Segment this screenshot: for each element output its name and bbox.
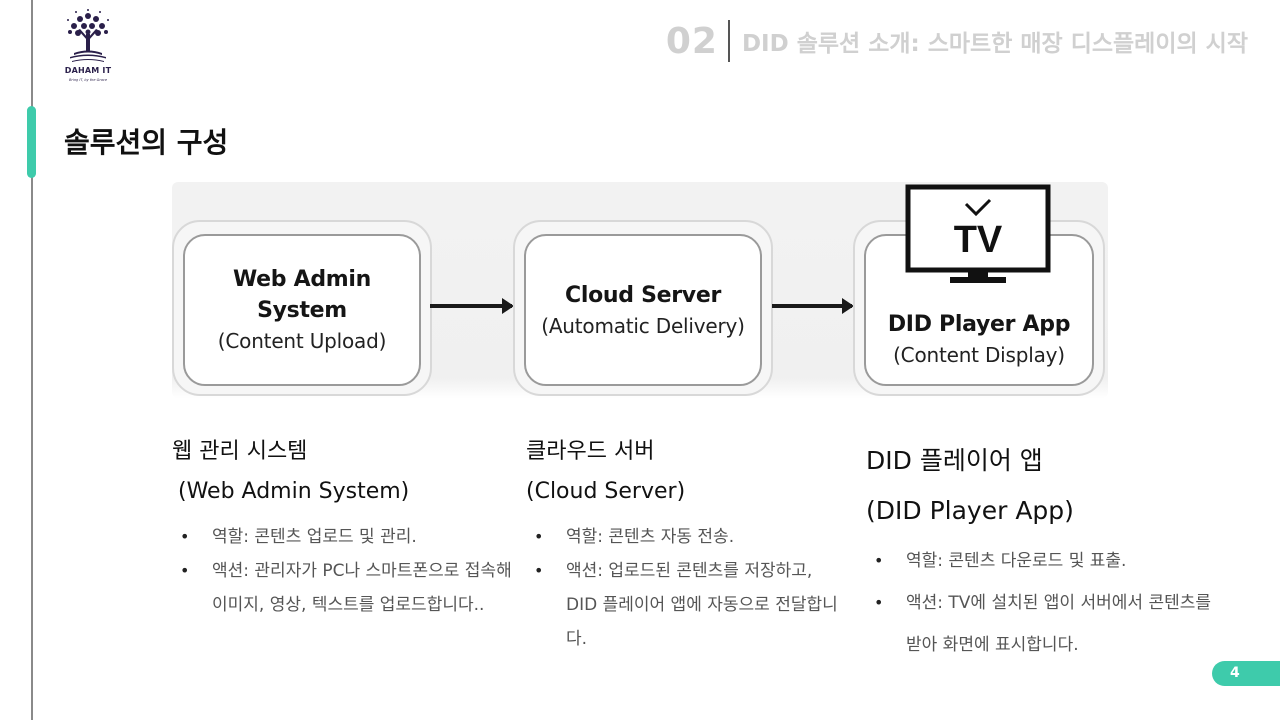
component-bullets: 역할: 콘텐츠 자동 전송. 액션: 업로드된 콘텐츠를 저장하고, DID 플… (526, 520, 846, 656)
section-title: 솔루션의 구성 (64, 126, 229, 159)
logo-tagline: Bring IT, by the Grace (69, 78, 107, 82)
component-web-admin: 웹 관리 시스템 (Web Admin System) 역할: 콘텐츠 업로드 … (172, 432, 512, 622)
component-subtitle: (Web Admin System) (178, 479, 410, 504)
bullet-role: 역할: 콘텐츠 자동 전송. (526, 520, 846, 554)
architecture-diagram: Web Admin System (Content Upload) Cloud … (172, 182, 1108, 398)
section-number: 02 (665, 20, 718, 62)
section-accent-bar (27, 106, 36, 178)
tv-icon: TV (905, 184, 1051, 283)
arrow-right-icon (772, 298, 854, 314)
bullet-role: 역할: 콘텐츠 업로드 및 관리. (172, 520, 512, 554)
arrow-right-icon (430, 298, 514, 314)
component-bullets: 역할: 콘텐츠 업로드 및 관리. 액션: 관리자가 PC나 스마트폰으로 접속… (172, 520, 512, 622)
tv-icon-label: TV (954, 219, 1003, 261)
component-did-player: DID 플레이어 앱 (DID Player App) 역할: 콘텐츠 다운로드… (866, 436, 1226, 666)
bullet-role: 역할: 콘텐츠 다운로드 및 표출. (866, 540, 1226, 582)
node-subtitle: (Content Display) (893, 342, 1065, 367)
node-title: Web Admin (232, 267, 371, 292)
bullet-action: 액션: 관리자가 PC나 스마트폰으로 접속해 이미지, 영상, 텍스트를 업로… (172, 554, 512, 622)
component-subtitle: (Cloud Server) (526, 479, 686, 504)
component-bullets: 역할: 콘텐츠 다운로드 및 표출. 액션: TV에 설치된 앱이 서버에서 콘… (866, 540, 1226, 666)
logo-name: DAHAM IT (64, 66, 112, 75)
node-title: DID Player App (887, 311, 1071, 337)
left-rule-line (31, 0, 33, 720)
node-subtitle: (Content Upload) (217, 329, 387, 353)
diagram-node-web-admin: Web Admin System (Content Upload) (172, 220, 432, 396)
bullet-action: 액션: 업로드된 콘텐츠를 저장하고, DID 플레이어 앱에 자동으로 전달합… (526, 554, 846, 656)
tree-logo-icon (67, 9, 109, 62)
component-title: DID 플레이어 앱 (866, 446, 1043, 475)
component-title: 클라우드 서버 (526, 439, 655, 464)
component-subtitle: (DID Player App) (866, 496, 1074, 525)
company-logo: DAHAM IT Bring IT, by the Grace (60, 6, 116, 90)
node-title: System (257, 298, 347, 323)
component-title: 웹 관리 시스템 (172, 439, 308, 464)
component-cloud-server: 클라우드 서버 (Cloud Server) 역할: 콘텐츠 자동 전송. 액션… (526, 432, 846, 656)
header-title: DID 솔루션 소개: 스마트한 매장 디스플레이의 시작 (741, 31, 1248, 57)
slide-header: 02 DID 솔루션 소개: 스마트한 매장 디스플레이의 시작 (666, 18, 1248, 64)
diagram-node-cloud-server: Cloud Server (Automatic Delivery) (513, 220, 773, 396)
node-subtitle: (Automatic Delivery) (541, 313, 745, 338)
node-title: Cloud Server (565, 282, 721, 308)
bullet-action: 액션: TV에 설치된 앱이 서버에서 콘텐츠를 받아 화면에 표시합니다. (866, 582, 1226, 666)
page-number-badge: 4 (1212, 661, 1280, 686)
header-divider (727, 20, 730, 62)
